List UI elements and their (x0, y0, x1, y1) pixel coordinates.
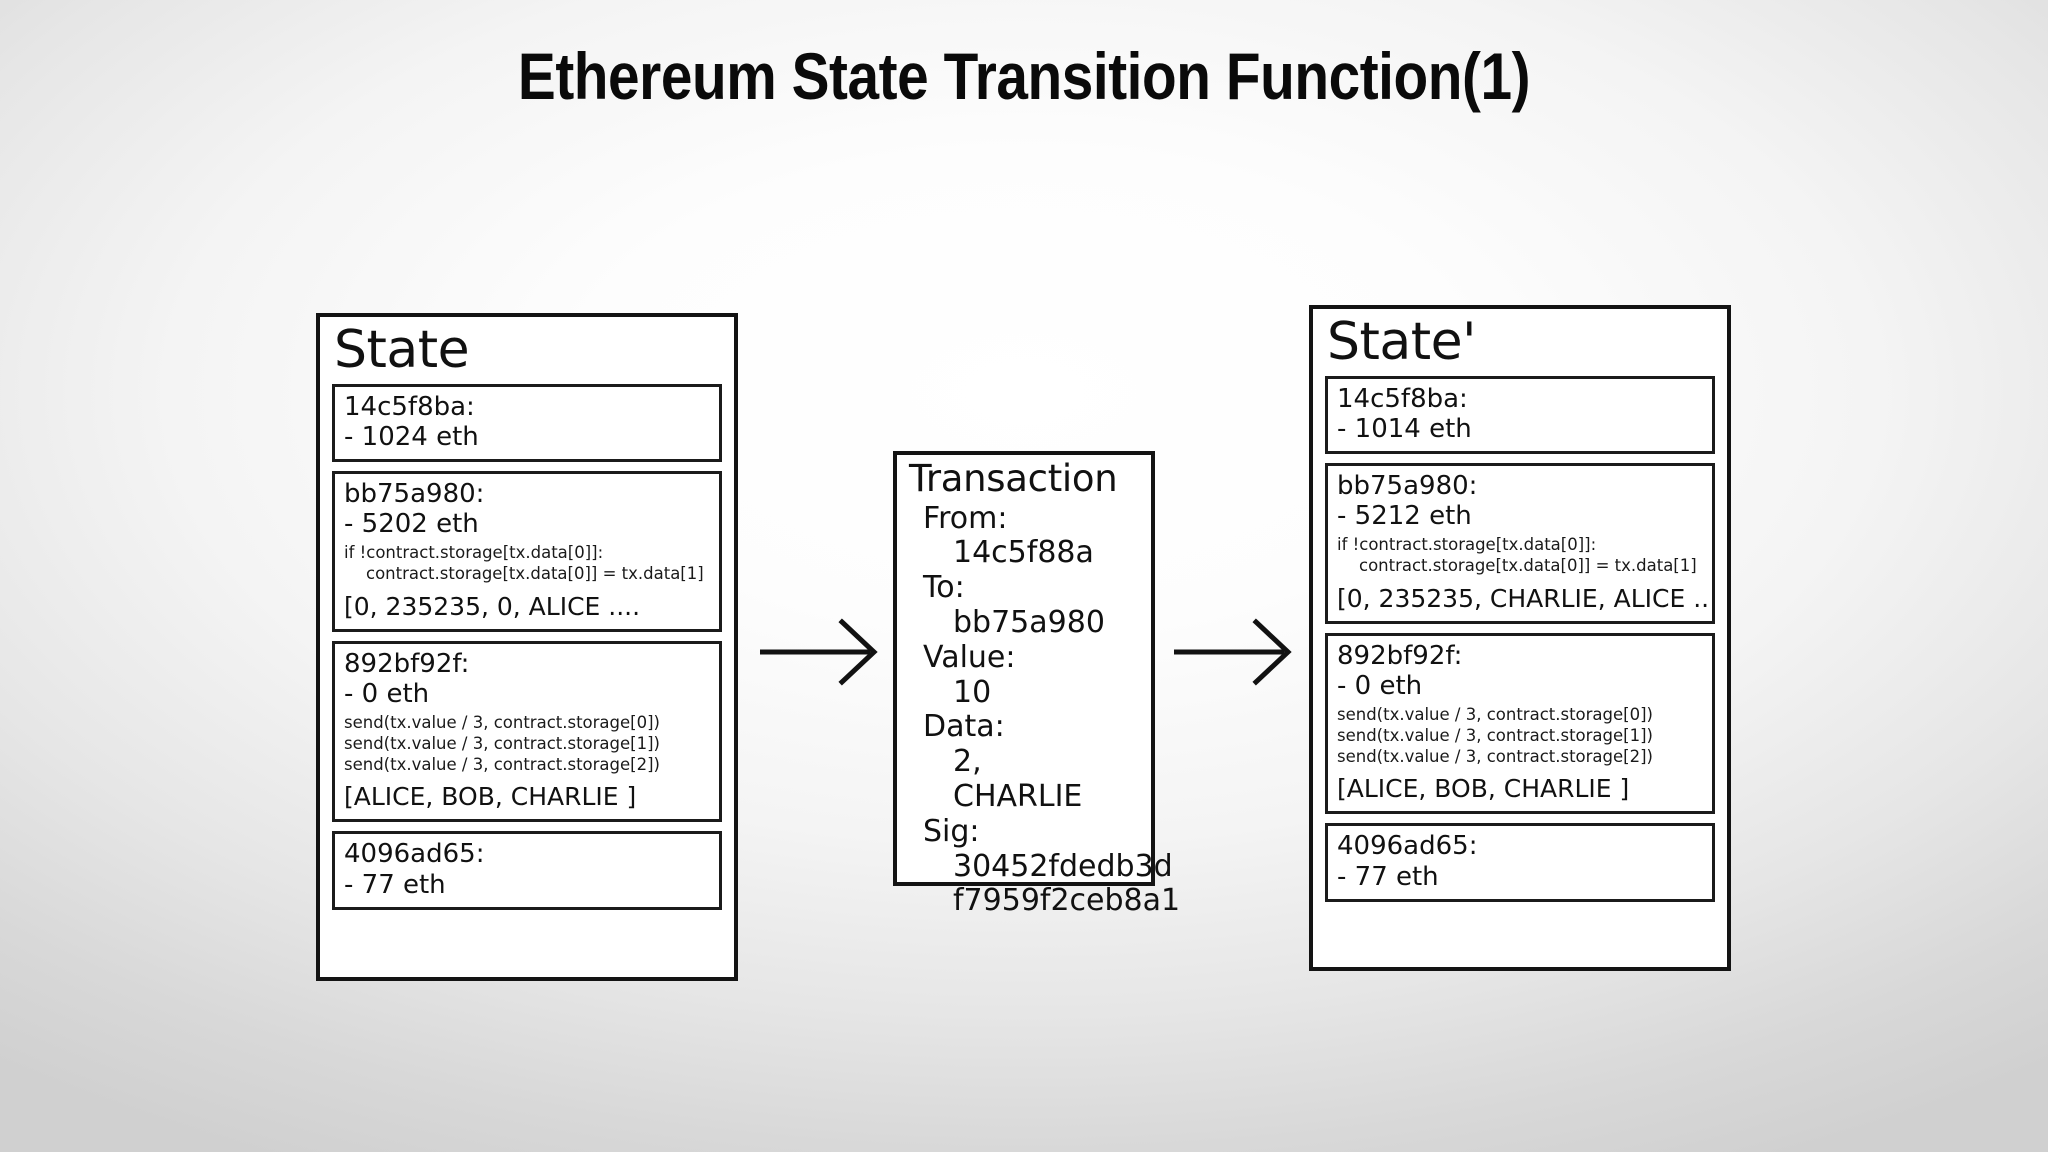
transaction-field-value: 2, (953, 744, 982, 780)
account-code: send(tx.value / 3, contract.storage[0]) … (1337, 705, 1703, 767)
account-card: 892bf92f: - 0 eth send(tx.value / 3, con… (1325, 632, 1715, 815)
state-panel-before: State 14c5f8ba: - 1024 eth bb75a980: - 5… (316, 313, 738, 981)
code-line: contract.storage[tx.data[0]] = tx.data[1… (1359, 556, 1697, 575)
account-storage: [ALICE, BOB, CHARLIE ] (1337, 774, 1630, 804)
account-storage: [0, 235235, CHARLIE, ALICE .. (1337, 583, 1710, 613)
code-line: send(tx.value / 3, contract.storage[1]) (1337, 725, 1653, 745)
account-card: bb75a980: - 5212 eth if !contract.storag… (1325, 462, 1715, 624)
transaction-field-value: 30452fdedb3d (953, 848, 1173, 884)
account-balance: - 5212 eth (1337, 501, 1472, 532)
state-panel-heading: State (334, 320, 470, 380)
transaction-field-value: CHARLIE (953, 779, 1083, 815)
transaction-field-value: 14c5f88a (953, 535, 1094, 571)
account-storage: [ALICE, BOB, CHARLIE ] (344, 782, 637, 812)
transaction-field-label: Sig: (923, 813, 980, 849)
account-balance: - 5202 eth (344, 509, 479, 540)
code-line: send(tx.value / 3, contract.storage[0]) (1337, 705, 1653, 725)
account-balance: - 1014 eth (1337, 413, 1472, 444)
code-line: if !contract.storage[tx.data[0]]: (344, 543, 604, 563)
transaction-heading: Transaction (909, 457, 1118, 500)
transaction-field-label: Data: (923, 709, 1005, 745)
transaction-field-label: From: (923, 500, 1008, 536)
account-balance: - 77 eth (344, 869, 446, 900)
account-card: 892bf92f: - 0 eth send(tx.value / 3, con… (332, 640, 722, 823)
code-line: send(tx.value / 3, contract.storage[1]) (344, 733, 660, 753)
account-balance: - 0 eth (1337, 670, 1423, 701)
transaction-field-value: bb75a980 (953, 605, 1105, 641)
account-balance: - 0 eth (344, 678, 430, 709)
code-line: send(tx.value / 3, contract.storage[2]) (344, 754, 660, 774)
code-line: send(tx.value / 3, contract.storage[0]) (344, 713, 660, 733)
arrow-transaction-to-state-prime (1172, 612, 1297, 696)
account-address: 892bf92f: (344, 648, 470, 679)
account-address: 14c5f8ba: (344, 391, 475, 422)
transaction-panel: Transaction From: 14c5f88a To: bb75a980 … (893, 451, 1180, 918)
account-address: 4096ad65: (344, 839, 485, 870)
code-line: if !contract.storage[tx.data[0]]: (1337, 535, 1597, 555)
account-code: if !contract.storage[tx.data[0]]: contra… (344, 543, 710, 585)
code-line: send(tx.value / 3, contract.storage[2]) (1337, 746, 1653, 766)
state-panel-after: State' 14c5f8ba: - 1014 eth bb75a980: - … (1309, 305, 1731, 971)
account-card: 4096ad65: - 77 eth (1325, 823, 1715, 902)
page-title: Ethereum State Transition Function(1) (517, 39, 1531, 113)
account-card: 14c5f8ba: - 1024 eth (332, 383, 722, 462)
account-code: if !contract.storage[tx.data[0]]: contra… (1337, 535, 1703, 577)
account-address: bb75a980: (344, 478, 485, 509)
state-panel-heading: State' (1327, 312, 1476, 372)
code-line: contract.storage[tx.data[0]] = tx.data[1… (366, 564, 704, 583)
transaction-field-label: Value: (923, 639, 1016, 675)
account-address: bb75a980: (1337, 470, 1478, 501)
account-balance: - 1024 eth (344, 421, 479, 452)
account-code: send(tx.value / 3, contract.storage[0]) … (344, 713, 710, 775)
arrow-state-to-transaction (758, 612, 883, 696)
account-card: bb75a980: - 5202 eth if !contract.storag… (332, 470, 722, 632)
account-balance: - 77 eth (1337, 861, 1439, 892)
account-card: 4096ad65: - 77 eth (332, 831, 722, 910)
transaction-field-label: To: (923, 570, 965, 606)
transaction-field-value: 10 (953, 674, 992, 710)
account-address: 14c5f8ba: (1337, 383, 1468, 414)
account-storage: [0, 235235, 0, ALICE .... (344, 591, 641, 621)
transaction-field-value: f7959f2ceb8a1 (953, 883, 1181, 919)
account-address: 892bf92f: (1337, 640, 1463, 671)
account-card: 14c5f8ba: - 1014 eth (1325, 375, 1715, 454)
account-address: 4096ad65: (1337, 831, 1478, 862)
